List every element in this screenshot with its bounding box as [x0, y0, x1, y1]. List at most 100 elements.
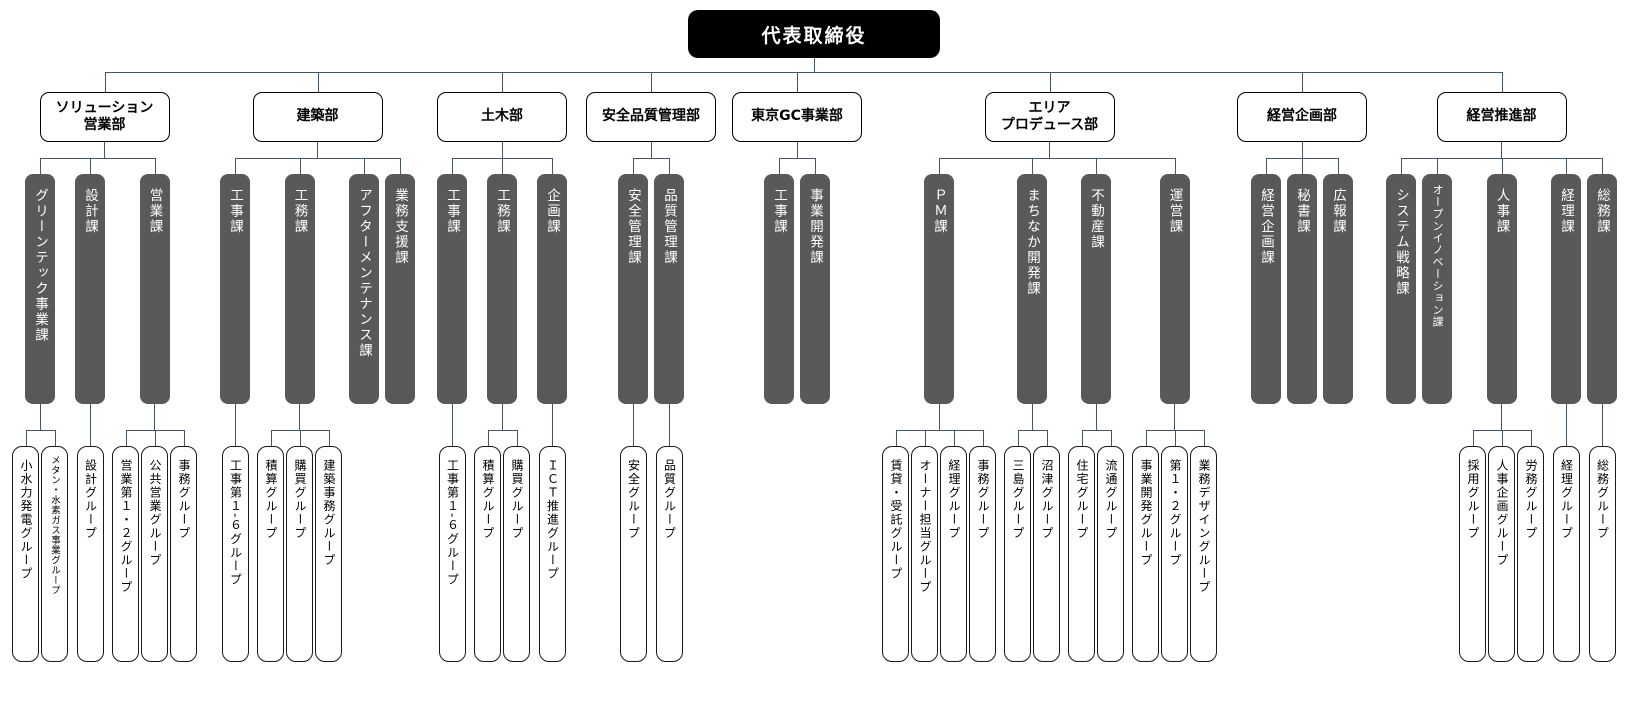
- section-branch: 秘書課: [1284, 158, 1320, 404]
- connector-line: [270, 430, 272, 446]
- departments-row: ソリューション 営業部グリーンテック事業課小水力発電グループメタン・水素ガス事業…: [0, 72, 1625, 662]
- section-box: 設計課: [75, 174, 105, 404]
- connector-line: [1110, 430, 1112, 446]
- group-branch: 人事企画グループ: [1487, 430, 1516, 662]
- groups-row: 積算グループ購買グループ建築事務グループ: [256, 430, 343, 662]
- department-branch: 東京GC事業部工事課事業開発課: [724, 72, 870, 404]
- connector-line: [1046, 430, 1048, 446]
- connector-line: [953, 430, 955, 446]
- groups-row: 総務グループ: [1588, 430, 1617, 662]
- sections-row: 工事課工事第１‐６グループ工務課積算グループ購買グループ建築事務グループアフター…: [217, 158, 418, 662]
- group-branch: 事務グループ: [169, 430, 198, 662]
- section-box: 人事課: [1486, 174, 1517, 404]
- group-branch: 工事第１‐６グループ: [221, 430, 250, 662]
- groups-row: 事業開発グループ第１・２グループ業務デザイングループ: [1131, 430, 1218, 662]
- connector-line: [1203, 430, 1205, 446]
- connector-line: [813, 58, 815, 72]
- department-branch: 安全品質管理部安全管理課安全グループ品質管理課品質グループ: [578, 72, 724, 662]
- section-branch: 総務課総務グループ: [1584, 158, 1620, 662]
- connector-line: [552, 430, 553, 446]
- connector-line: [815, 158, 816, 174]
- connector-line: [299, 430, 301, 446]
- group-box: 総務グループ: [1588, 446, 1616, 662]
- connector-line: [299, 158, 301, 174]
- connector-line: [235, 430, 236, 446]
- group-branch: 沼津グループ: [1032, 430, 1061, 662]
- group-box: 小水力発電グループ: [12, 446, 39, 662]
- section-box: 工務課: [284, 174, 315, 404]
- group-box: 採用グループ: [1459, 446, 1486, 662]
- connector-line: [1174, 158, 1176, 174]
- connector-line: [982, 430, 984, 446]
- group-box: 購買グループ: [286, 446, 313, 662]
- connector-line: [502, 72, 503, 92]
- department-box: 安全品質管理部: [586, 92, 716, 142]
- connector-line: [938, 404, 940, 430]
- group-box: 事務グループ: [170, 446, 197, 662]
- department-box: 土木部: [437, 92, 567, 142]
- group-box: 営業第１・２グループ: [112, 446, 139, 662]
- section-box: まちなか開発課: [1017, 174, 1047, 404]
- connector-line: [1501, 72, 1503, 92]
- group-box: 労務グループ: [1517, 446, 1544, 662]
- groups-row: 経理グループ: [1552, 430, 1581, 662]
- group-branch: 公共営業グループ: [140, 430, 169, 662]
- connector-line: [40, 158, 41, 174]
- section-box: ＰＭ課: [924, 174, 954, 404]
- group-box: メタン・水素ガス事業グループ: [41, 446, 68, 662]
- connector-line: [1472, 430, 1474, 446]
- connector-line: [1501, 404, 1502, 430]
- group-branch: 積算グループ: [473, 430, 502, 662]
- groups-row: 小水力発電グループメタン・水素ガス事業グループ: [11, 430, 69, 662]
- sections-row: 経営企画課秘書課広報課: [1248, 158, 1356, 404]
- section-branch: 工務課積算グループ購買グループ建築事務グループ: [253, 158, 346, 662]
- group-branch: 事業開発グループ: [1131, 430, 1160, 662]
- connector-line: [54, 430, 56, 446]
- section-branch: 工事課工事第１‐６グループ: [434, 158, 470, 662]
- connector-line: [669, 430, 670, 446]
- groups-row: 採用グループ人事企画グループ労務グループ: [1458, 430, 1545, 662]
- groups-row: 設計グループ: [76, 430, 105, 662]
- section-box: 秘書課: [1287, 174, 1317, 404]
- section-box: 経営企画課: [1251, 174, 1281, 404]
- section-box: システム戦略課: [1386, 174, 1416, 404]
- connector-line: [154, 430, 156, 446]
- section-branch: 工事課: [761, 158, 797, 404]
- group-box: 工事第１‐６グループ: [221, 446, 249, 662]
- connector-line: [1602, 158, 1603, 174]
- connector-line: [400, 158, 401, 174]
- connector-line: [183, 430, 185, 446]
- group-branch: 小水力発電グループ: [11, 430, 40, 662]
- group-box: ＩＣＴ推進グループ: [538, 446, 566, 662]
- section-box: 運営課: [1159, 174, 1190, 404]
- org-chart: 代表取締役 ソリューション 営業部グリーンテック事業課小水力発電グループメタン・…: [0, 10, 1625, 662]
- group-branch: 設計グループ: [76, 430, 105, 662]
- connector-line: [502, 158, 503, 174]
- group-branch: 住宅グループ: [1067, 430, 1096, 662]
- connector-line: [1031, 404, 1033, 430]
- group-branch: 工事第１‐６グループ: [438, 430, 467, 662]
- section-branch: 営業課営業第１・２グループ公共営業グループ事務グループ: [108, 158, 201, 662]
- connector-line: [25, 430, 27, 446]
- connector-line: [552, 158, 553, 174]
- connector-line: [1302, 158, 1303, 174]
- group-branch: 賃貸・受託グループ: [881, 430, 910, 662]
- group-box: 賃貸・受託グループ: [882, 446, 909, 662]
- connector-line: [1501, 430, 1503, 446]
- connector-line: [796, 142, 798, 158]
- connector-line: [89, 404, 91, 430]
- section-branch: 品質管理課品質グループ: [651, 158, 687, 662]
- department-box: エリア プロデュース部: [984, 92, 1115, 142]
- department-box: ソリューション 営業部: [39, 92, 170, 142]
- section-box: 工務課: [487, 174, 517, 404]
- section-branch: 設計課設計グループ: [72, 158, 108, 662]
- group-branch: 採用グループ: [1458, 430, 1487, 662]
- connector-line: [1565, 404, 1567, 430]
- connector-line: [669, 158, 670, 174]
- groups-row: 工事第１‐６グループ: [438, 430, 467, 662]
- groups-row: 品質グループ: [655, 430, 684, 662]
- section-box: 経理課: [1551, 174, 1581, 404]
- section-branch: 人事課採用グループ人事企画グループ労務グループ: [1455, 158, 1548, 662]
- group-box: 公共営業グループ: [141, 446, 168, 662]
- sections-row: ＰＭ課賃貸・受託グループオーナー担当グループ経理グループ事務グループまちなか開発…: [878, 158, 1221, 662]
